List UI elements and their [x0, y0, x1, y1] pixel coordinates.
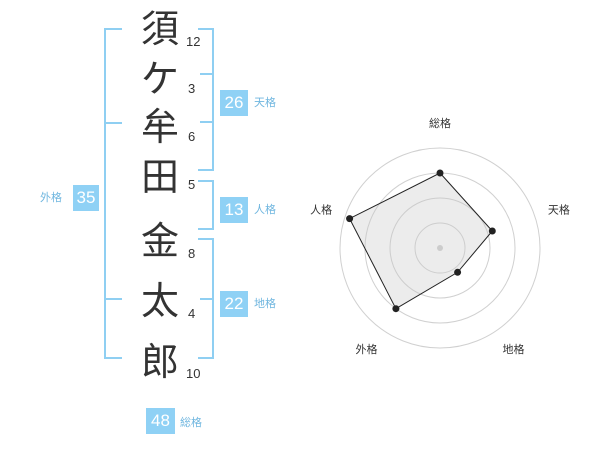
chikaku-value-badge: 22 [220, 291, 248, 317]
stroke-count-4: 5 [188, 177, 196, 192]
stroke-count-5: 8 [188, 246, 196, 261]
chikaku-bracket-tick [200, 298, 214, 300]
name-char-1: 須 [140, 7, 179, 51]
radar-point-2 [488, 227, 496, 235]
radar-axis-label-3: 地格 [503, 342, 525, 356]
radar-point-4 [392, 305, 400, 313]
name-char-7: 郎 [140, 340, 179, 384]
radar-center-dot [437, 245, 443, 251]
radar-points [346, 169, 496, 313]
jinkaku-value-badge: 13 [220, 197, 248, 223]
tenkaku-value-badge: 26 [220, 90, 248, 116]
stroke-count-2: 3 [188, 81, 196, 96]
stroke-count-1: 12 [186, 34, 201, 49]
radar-point-5 [346, 215, 354, 223]
tenkaku-bracket-tick-1 [200, 73, 214, 75]
radar-axis-label-1: 総格 [429, 116, 451, 130]
radar-point-3 [454, 268, 462, 276]
radar-ring-2 [389, 197, 491, 299]
jinkaku-bracket [198, 180, 214, 230]
radar-axis-label-2: 天格 [548, 202, 570, 216]
jinkaku-label: 人格 [254, 203, 276, 216]
radar-ring-4 [339, 147, 541, 349]
radar-ring-1 [414, 222, 466, 274]
soukaku-value-badge: 48 [146, 408, 175, 434]
gaikaku-value-badge: 35 [73, 185, 99, 211]
radar-axis-label-4: 外格 [356, 342, 378, 356]
stroke-count-3: 6 [188, 129, 196, 144]
radar-axis-label-5: 人格 [310, 202, 332, 216]
tenkaku-label: 天格 [254, 96, 276, 109]
tenkaku-bracket [198, 28, 214, 171]
name-char-2: ケ [140, 57, 179, 101]
name-char-3: 牟 [140, 105, 179, 149]
name-char-6: 太 [140, 279, 179, 323]
soukaku-label: 総格 [180, 416, 202, 429]
chikaku-label: 地格 [254, 297, 276, 310]
stroke-count-7: 10 [186, 366, 201, 381]
gaikaku-bracket-tick-lower [104, 298, 122, 300]
radar-point-1 [436, 169, 444, 177]
name-char-5: 金 [140, 219, 179, 263]
radar-polygon [348, 172, 493, 310]
tenkaku-bracket-tick-2 [200, 121, 214, 123]
gaikaku-label: 外格 [40, 191, 62, 204]
gaikaku-bracket [104, 28, 122, 359]
name-char-4: 田 [140, 155, 179, 199]
gaikaku-bracket-tick-upper [104, 122, 122, 124]
stroke-count-6: 4 [188, 306, 196, 321]
